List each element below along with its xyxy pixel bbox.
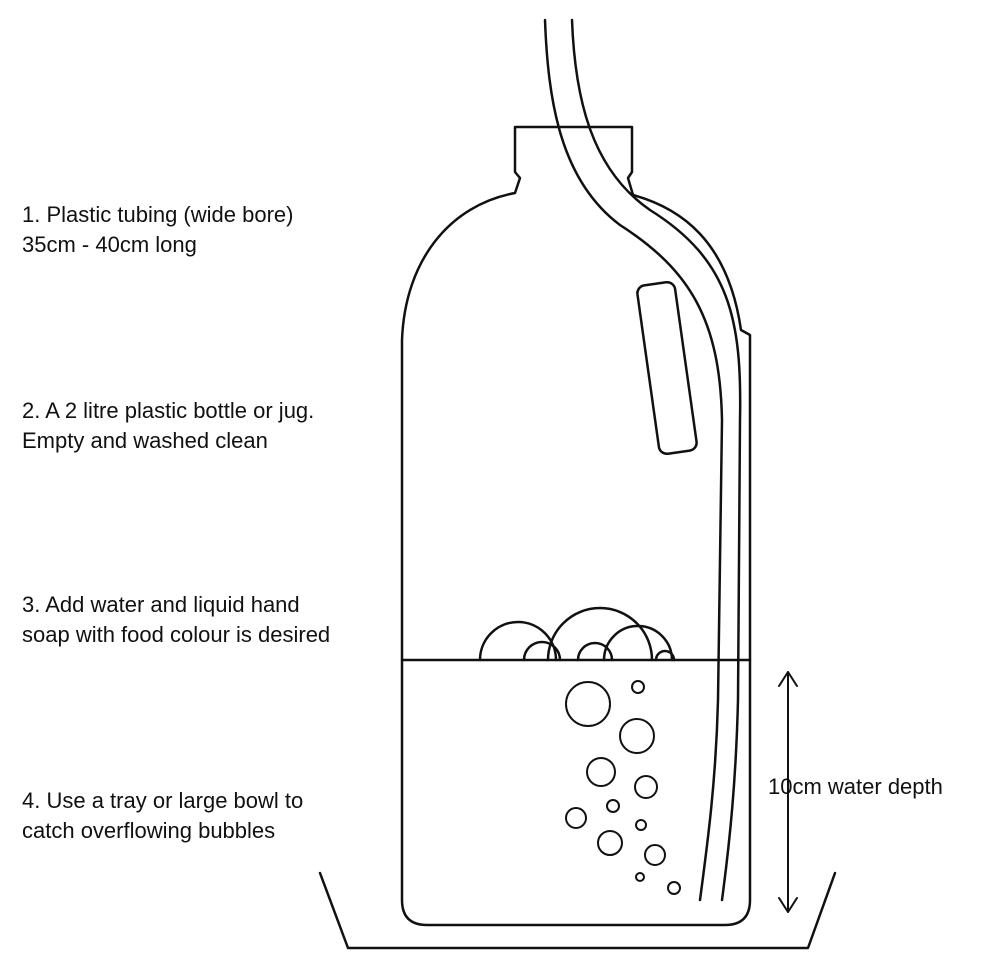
- water-bubble: [619, 718, 655, 754]
- foam-bubble: [654, 649, 676, 662]
- depth-arrow: [778, 671, 798, 913]
- label-line: 1. Plastic tubing (wide bore): [22, 202, 294, 227]
- label-water-and-soap: 3. Add water and liquid hand soap with f…: [22, 590, 330, 650]
- label-line: 2. A 2 litre plastic bottle or jug.: [22, 398, 315, 423]
- foam-bubble: [576, 641, 614, 662]
- water-bubbles: [565, 680, 681, 895]
- foam-bubble: [602, 624, 674, 662]
- label-plastic-tubing: 1. Plastic tubing (wide bore) 35cm - 40c…: [22, 200, 293, 260]
- label-line: soap with food colour is desired: [22, 622, 331, 647]
- water-bubble: [635, 819, 647, 831]
- label-line: 35cm - 40cm long: [22, 232, 197, 257]
- tubing-wall-right: [570, 18, 742, 902]
- foam-bubble: [522, 640, 562, 662]
- label-line: catch overflowing bubbles: [22, 818, 276, 843]
- water-bubble: [565, 807, 587, 829]
- label-tray-or-bowl: 4. Use a tray or large bowl to catch ove…: [22, 786, 303, 846]
- foam-bubbles: [478, 606, 676, 662]
- water-depth-label: 10cm water depth: [768, 774, 943, 799]
- bottle-outline: [400, 125, 752, 927]
- foam-bubble: [546, 606, 654, 662]
- tubing-wall-left: [543, 18, 724, 902]
- water-bubble: [667, 881, 681, 895]
- water-bubble: [565, 681, 611, 727]
- depth-arrow-head-bottom: [778, 897, 798, 913]
- label-line: Empty and washed clean: [22, 428, 268, 453]
- label-line: 4. Use a tray or large bowl to: [22, 788, 304, 813]
- water-bubble: [597, 830, 623, 856]
- depth-arrow-head-top: [778, 671, 798, 687]
- water-bubble: [631, 680, 645, 694]
- label-plastic-bottle: 2. A 2 litre plastic bottle or jug. Empt…: [22, 396, 314, 456]
- water-bubble: [586, 757, 616, 787]
- tray: [318, 871, 837, 950]
- label-line: 3. Add water and liquid hand: [22, 592, 300, 617]
- water-bubble: [606, 799, 620, 813]
- water-bubble: [635, 872, 645, 882]
- water-bubble: [644, 844, 666, 866]
- plastic-tubing: [543, 18, 742, 902]
- water-bubble: [634, 775, 658, 799]
- bottle-handle: [636, 280, 698, 456]
